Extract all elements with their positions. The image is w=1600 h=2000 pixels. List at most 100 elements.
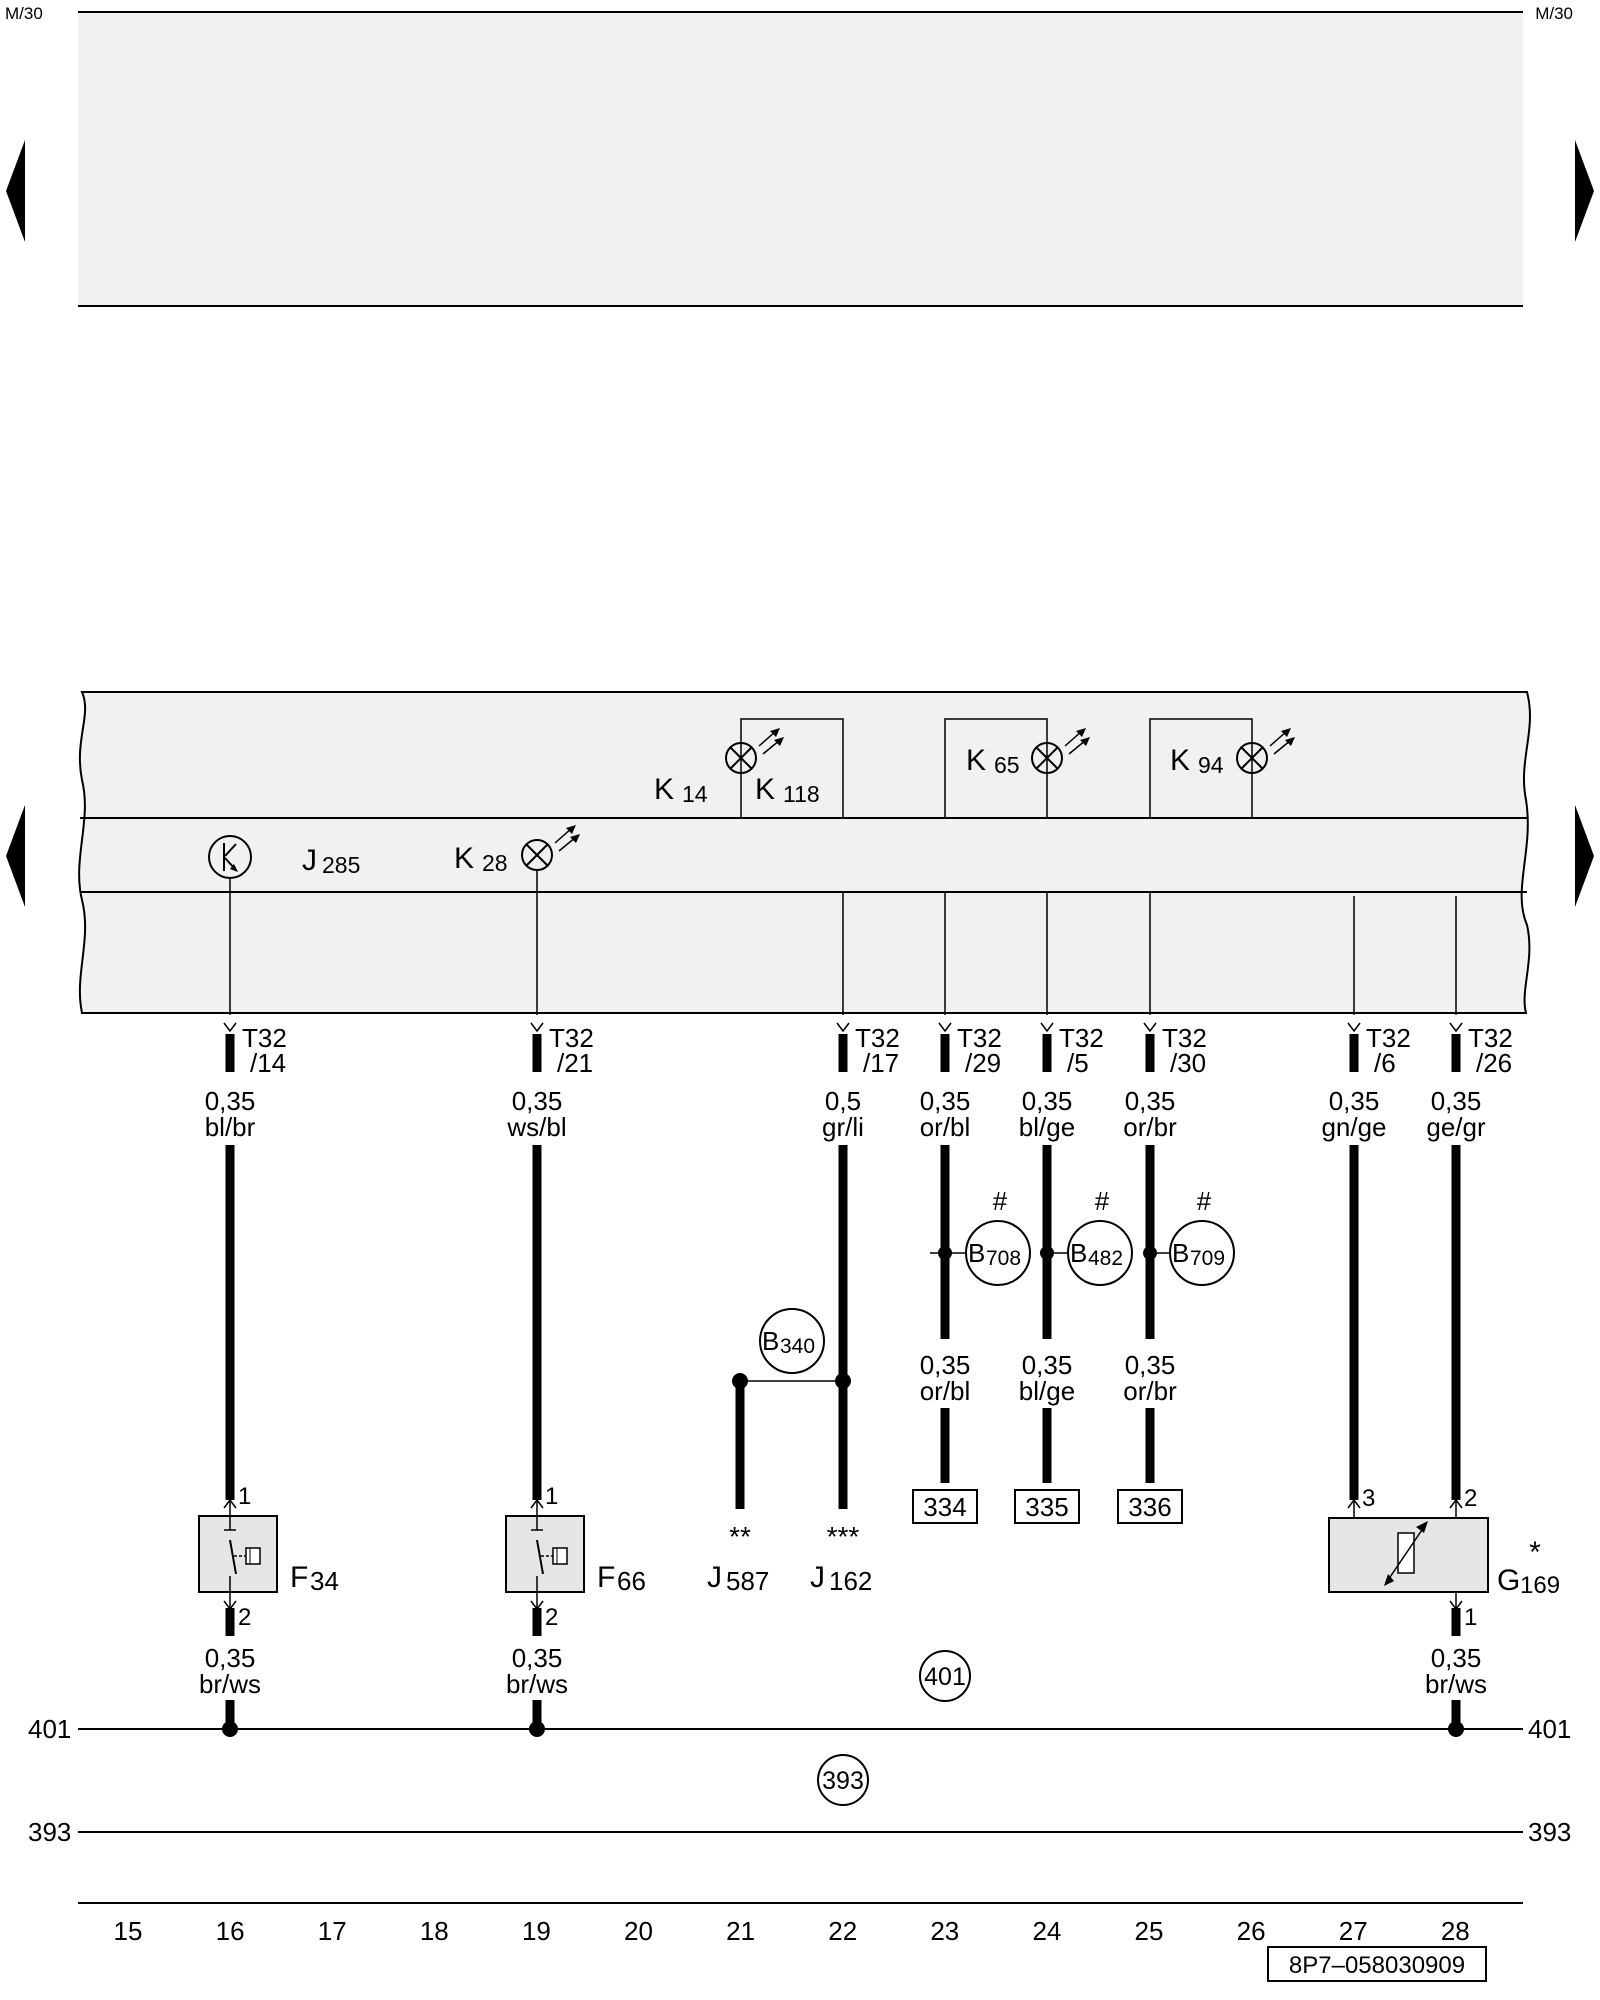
- svg-text:94: 94: [1198, 752, 1224, 778]
- svg-text:0,35: 0,35: [920, 1086, 971, 1116]
- svg-text:0,35: 0,35: [1022, 1350, 1073, 1380]
- cluster-panel: [78, 691, 1531, 1014]
- svg-text:T32: T32: [1059, 1023, 1104, 1053]
- corner-label-right: M/30: [1535, 4, 1573, 23]
- svg-text:0,35: 0,35: [1125, 1350, 1176, 1380]
- pin-g169-1: 1: [1464, 1604, 1477, 1631]
- svg-text:K: K: [966, 744, 986, 777]
- svg-text:J: J: [810, 1561, 825, 1594]
- pin-f34-1: 1: [238, 1483, 251, 1510]
- svg-text:**: **: [729, 1521, 751, 1552]
- svg-text:482: 482: [1088, 1247, 1123, 1270]
- svg-text:T32: T32: [1366, 1023, 1411, 1053]
- track-number: 22: [828, 1916, 857, 1946]
- svg-text:401: 401: [1528, 1714, 1571, 1744]
- connector-t32-26: T32/26: [1468, 1023, 1513, 1078]
- splice-b482: # B 482: [1067, 1186, 1133, 1286]
- svg-text:B: B: [1172, 1238, 1189, 1268]
- label-g169: * G 169: [1497, 1536, 1560, 1599]
- thick-wires: [225, 1034, 1461, 1729]
- svg-text:334: 334: [923, 1492, 966, 1522]
- svg-text:335: 335: [1025, 1492, 1068, 1522]
- track-number: 25: [1135, 1916, 1164, 1946]
- internal-wires: [229, 870, 1457, 1015]
- svg-text:#: #: [993, 1186, 1008, 1216]
- pin-f34-2: 2: [238, 1604, 251, 1631]
- track-number: 28: [1441, 1916, 1470, 1946]
- splice-dot-21: [732, 1373, 748, 1389]
- ref-box-336[interactable]: 336: [1117, 1489, 1183, 1524]
- svg-text:66: 66: [617, 1566, 646, 1596]
- arrow-left-icon[interactable]: [6, 140, 25, 242]
- ref-box-335[interactable]: 335: [1014, 1489, 1080, 1524]
- svg-text:br/ws: br/ws: [1425, 1669, 1487, 1699]
- connector-t32-29: T32/29: [957, 1023, 1002, 1078]
- svg-text:K: K: [755, 773, 775, 806]
- svg-text:8P7–058030909: 8P7–058030909: [1289, 1952, 1465, 1979]
- track-number: 15: [114, 1916, 143, 1946]
- splice-dot-25: [1143, 1246, 1157, 1260]
- svg-text:or/bl: or/bl: [920, 1112, 971, 1142]
- svg-text:K: K: [454, 842, 474, 875]
- svg-text:/21: /21: [557, 1048, 593, 1078]
- label-k28: K 28: [454, 842, 508, 876]
- label-k118: K 118: [755, 773, 820, 807]
- svg-text:0,35: 0,35: [1431, 1643, 1482, 1673]
- k65-box: [944, 718, 1048, 819]
- svg-text:/26: /26: [1476, 1048, 1512, 1078]
- k94-lamp-icon: [1236, 728, 1295, 774]
- svg-text:0,35: 0,35: [1431, 1086, 1482, 1116]
- k118-lamp-icon: [725, 728, 784, 774]
- track-number: 20: [624, 1916, 653, 1946]
- pin-f66-1: 1: [545, 1483, 558, 1510]
- drawing-number: 8P7–058030909: [1267, 1946, 1487, 1982]
- splice-dot-22: [835, 1373, 851, 1389]
- svg-text:*: *: [1529, 1536, 1541, 1569]
- svg-text:118: 118: [783, 781, 820, 807]
- label-j587: ** J 587: [707, 1521, 769, 1596]
- svg-text:T32: T32: [957, 1023, 1002, 1053]
- svg-text:F: F: [597, 1561, 615, 1594]
- svg-text:bl/ge: bl/ge: [1019, 1112, 1075, 1142]
- label-k65: K 65: [966, 744, 1020, 778]
- svg-text:336: 336: [1128, 1492, 1171, 1522]
- svg-text:/6: /6: [1374, 1048, 1396, 1078]
- arrow-right-icon[interactable]: [1575, 140, 1594, 242]
- connector-t32-14: T32/14: [242, 1023, 287, 1078]
- svg-text:0,35: 0,35: [920, 1350, 971, 1380]
- svg-text:0,35: 0,35: [512, 1643, 563, 1673]
- arrow-left-icon-2[interactable]: [6, 805, 25, 907]
- svg-text:708: 708: [986, 1247, 1021, 1270]
- svg-text:or/bl: or/bl: [920, 1376, 971, 1406]
- pin-arrows: [223, 1498, 1463, 1611]
- track-number: 16: [216, 1916, 245, 1946]
- track-number: 19: [522, 1916, 551, 1946]
- svg-text:393: 393: [1528, 1817, 1571, 1847]
- connector-t32-5: T32/5: [1059, 1023, 1104, 1078]
- track-number: 23: [930, 1916, 959, 1946]
- splice-dot-24: [1040, 1246, 1054, 1260]
- arrow-right-icon-2[interactable]: [1575, 805, 1594, 907]
- svg-text:401: 401: [28, 1714, 71, 1744]
- svg-text:ge/gr: ge/gr: [1426, 1112, 1486, 1142]
- label-j162: *** J 162: [810, 1521, 872, 1596]
- connector-t32-30: T32/30: [1162, 1023, 1207, 1078]
- svg-text:T32: T32: [242, 1023, 287, 1053]
- ref-box-334[interactable]: 334: [912, 1489, 978, 1524]
- svg-text:#: #: [1095, 1186, 1110, 1216]
- svg-text:T32: T32: [1468, 1023, 1513, 1053]
- svg-text:F: F: [290, 1561, 308, 1594]
- svg-text:14: 14: [682, 781, 708, 807]
- f66-switch-icon: [505, 1515, 585, 1593]
- svg-text:bl/ge: bl/ge: [1019, 1376, 1075, 1406]
- svg-text:709: 709: [1190, 1247, 1225, 1270]
